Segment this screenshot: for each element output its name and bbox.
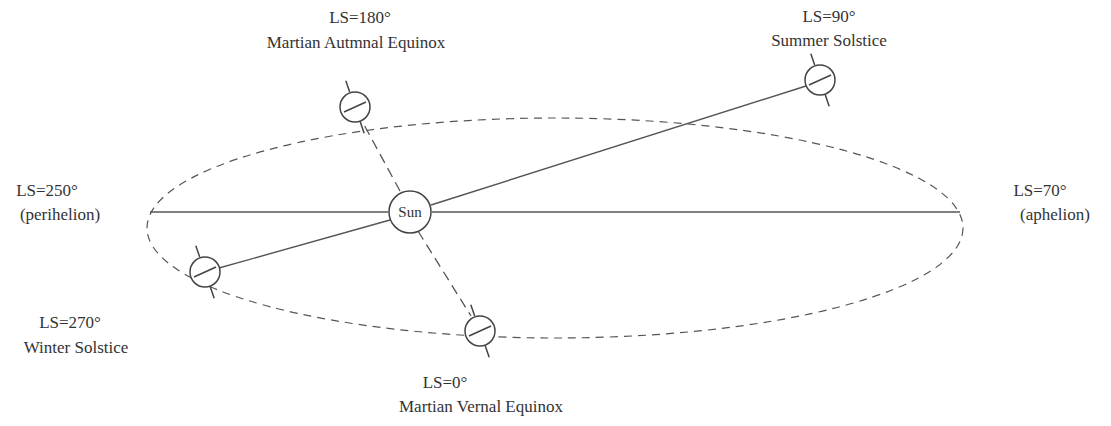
orbit-label: LS=180° (329, 8, 391, 28)
orbit-label: LS=90° (802, 7, 855, 27)
apsis-line (432, 211, 960, 212)
orbit-label: Martian Vernal Equinox (399, 397, 563, 417)
apsis-line (150, 211, 388, 212)
equinox-line (362, 121, 400, 191)
mars-planet (340, 81, 370, 134)
orbit-label: LS=70° (1013, 181, 1066, 201)
mars-planet (190, 246, 220, 299)
orbit-label: LS=270° (39, 313, 101, 333)
orbit-label: LS=250° (16, 181, 78, 201)
orbit-label: Martian Autmnal Equinox (267, 33, 445, 53)
equinox-line (418, 231, 471, 316)
orbit-label: (perihelion) (20, 205, 100, 225)
solstice-line (219, 220, 390, 268)
mars-planet (805, 54, 835, 107)
orbit-label: Summer Solstice (771, 31, 887, 51)
sun-circle: Sun (388, 190, 432, 234)
orbit-label: Winter Solstice (24, 338, 129, 358)
orbit-ellipse (147, 118, 963, 338)
mars-planet (465, 305, 495, 358)
sun-label: Sun (398, 203, 421, 221)
orbit-label: (aphelion) (1020, 205, 1090, 225)
solstice-line (431, 86, 806, 205)
orbit-label: LS=0° (423, 373, 468, 393)
